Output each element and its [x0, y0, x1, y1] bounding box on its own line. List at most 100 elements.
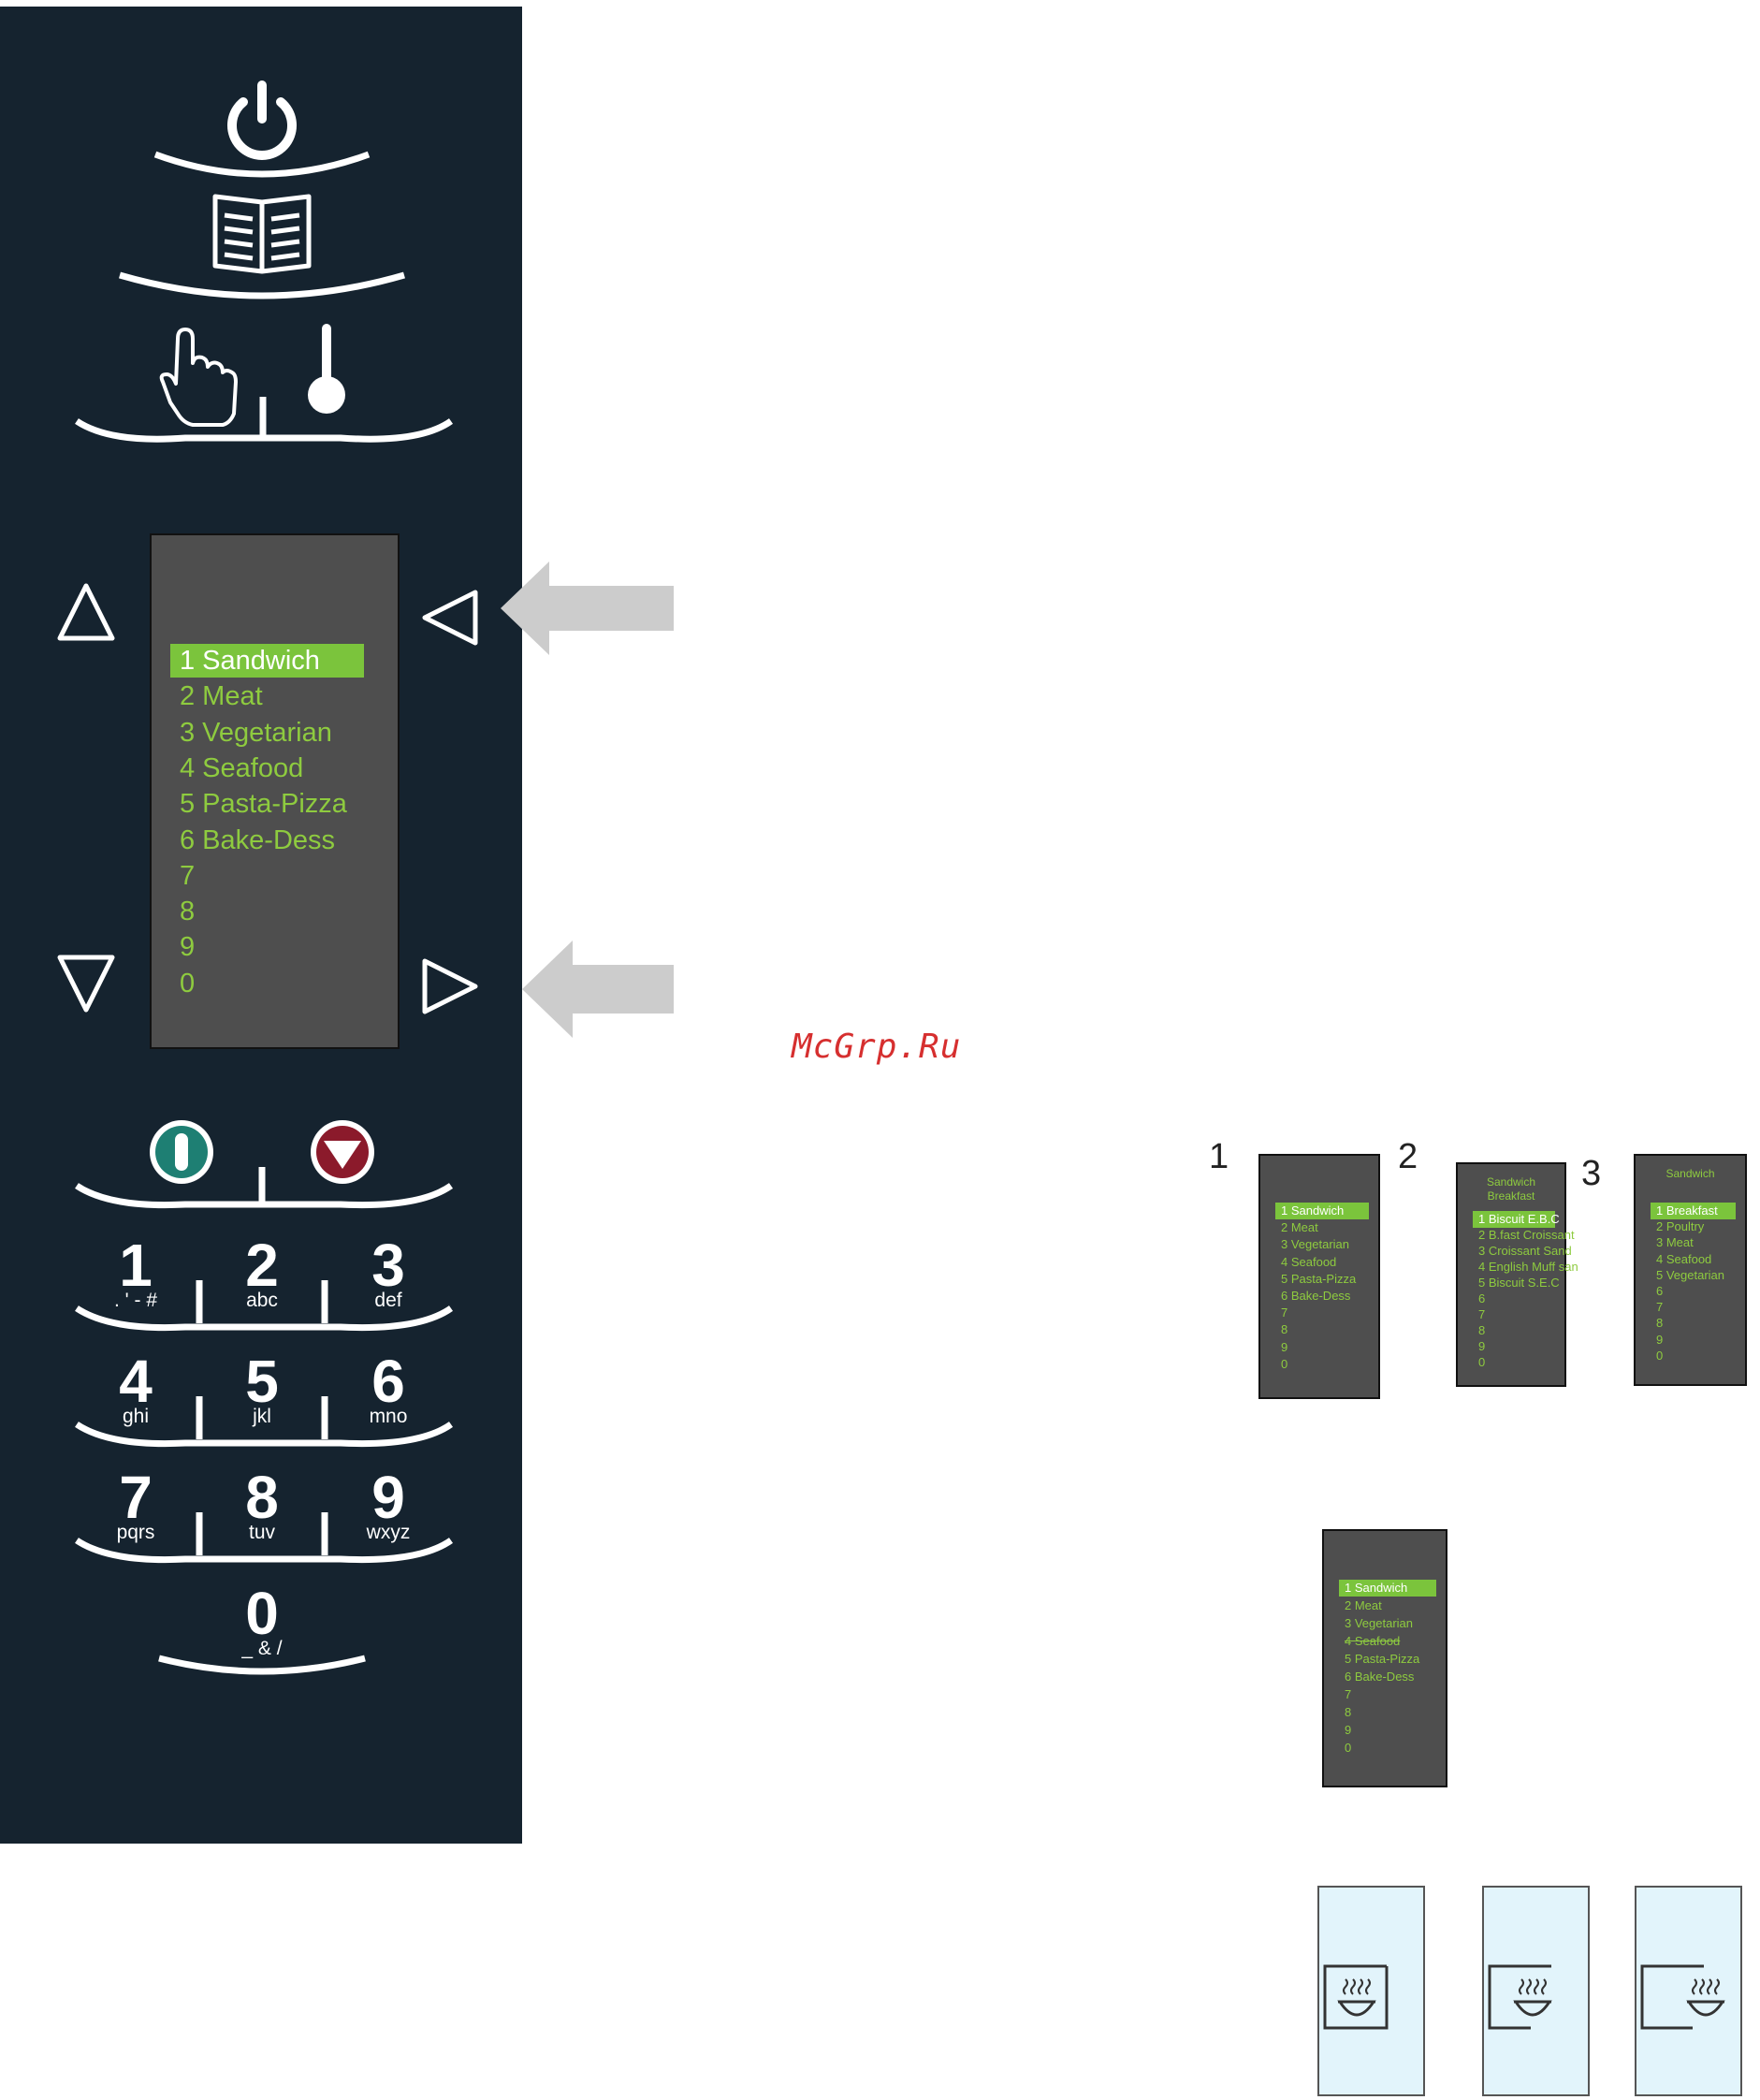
up-arrow-icon	[57, 583, 115, 641]
key-letters: _ & /	[241, 1638, 283, 1659]
cup-steam-icon	[1323, 1964, 1389, 2030]
display-header: Sandwich	[1665, 1167, 1715, 1180]
display-header: Breakfast	[1487, 1189, 1535, 1203]
start-button[interactable]	[150, 1120, 213, 1184]
menu-item: 6 Bake-Dess	[1345, 1670, 1415, 1684]
menu-item: 1 Sandwich	[1275, 1203, 1369, 1219]
menu-item[interactable]: 1 Sandwich	[170, 644, 364, 678]
pointer-arrow-left-key	[501, 561, 674, 655]
up-arrow-button[interactable]	[54, 580, 118, 644]
power-button[interactable]	[150, 72, 374, 180]
menu-item: 8	[1345, 1705, 1352, 1719]
menu-item: 7	[1656, 1300, 1664, 1315]
menu-item[interactable]: 5 Pasta-Pizza	[180, 789, 347, 820]
menu-item[interactable]: 0	[180, 968, 196, 999]
menu-item: 0	[1478, 1355, 1486, 1369]
recipe-book-button[interactable]	[114, 189, 410, 299]
menu-item: 1 Sandwich	[1339, 1580, 1436, 1597]
power-icon	[227, 80, 297, 160]
key-letters: wxyz	[366, 1522, 411, 1543]
stop-button[interactable]	[311, 1120, 374, 1184]
menu-item: 6 Bake-Dess	[1281, 1289, 1351, 1303]
menu-item: 4 Seafood	[1345, 1634, 1401, 1648]
key-digit: 7	[119, 1464, 153, 1531]
menu-item[interactable]: 8	[180, 897, 196, 927]
menu-item: 5 Biscuit S.E.C	[1478, 1276, 1560, 1290]
menu-item: 8	[1656, 1316, 1664, 1331]
menu-item[interactable]: 7	[180, 860, 196, 891]
menu-item[interactable]: 2 Meat	[180, 681, 263, 712]
step-number-1: 1	[1209, 1137, 1229, 1176]
menu-item: 8	[1281, 1322, 1288, 1337]
menu-item[interactable]: 6 Bake-Dess	[180, 824, 336, 855]
key-digit: 9	[371, 1464, 405, 1531]
start-stop-buttons	[75, 1120, 454, 1209]
book-icon	[212, 194, 312, 274]
key-1[interactable]: 1. ' - #	[89, 1232, 182, 1311]
key-letters: ghi	[122, 1406, 150, 1427]
step-number-3: 3	[1581, 1154, 1602, 1193]
menu-item: 7	[1281, 1305, 1288, 1320]
manual-temperature-buttons[interactable]	[73, 320, 455, 449]
right-arrow-button[interactable]	[419, 955, 481, 1017]
key-digit: 3	[371, 1232, 405, 1299]
menu-item: 6	[1478, 1291, 1486, 1305]
cooking-frame-3	[1635, 1886, 1742, 2096]
cup-steam-icon	[1488, 1964, 1552, 2030]
menu-item: 4 English Muff san	[1478, 1260, 1578, 1274]
menu-item: 2 Meat	[1281, 1220, 1318, 1235]
key-digit: 6	[371, 1348, 405, 1415]
key-letters: abc	[246, 1290, 278, 1311]
key-letters: tuv	[248, 1522, 275, 1543]
step-number-2: 2	[1398, 1137, 1418, 1176]
key-digit: 8	[245, 1464, 279, 1531]
thermometer-icon	[308, 324, 345, 414]
key-letters: mno	[369, 1406, 408, 1427]
pointer-arrow-right-key	[522, 941, 674, 1038]
key-letters: . ' - #	[113, 1290, 158, 1311]
menu-item[interactable]: 4 Seafood	[180, 752, 304, 783]
menu-item: 3 Vegetarian	[1281, 1237, 1350, 1252]
menu-item: 7	[1345, 1687, 1352, 1701]
keypad-lines	[75, 1280, 454, 1675]
menu-item: 1 Breakfast	[1651, 1203, 1736, 1219]
right-arrow-icon	[422, 958, 478, 1014]
left-arrow-icon	[422, 590, 478, 646]
key-digit: 2	[245, 1232, 279, 1299]
menu-item[interactable]: 9	[180, 932, 196, 963]
key-digit: 1	[119, 1232, 153, 1299]
menu-item[interactable]: 3 Vegetarian	[180, 717, 332, 748]
key-letters: pqrs	[116, 1522, 155, 1543]
key-letters: jkl	[253, 1406, 271, 1427]
key-0[interactable]: 0_ & /	[215, 1583, 309, 1659]
down-arrow-button[interactable]	[54, 952, 118, 1015]
menu-item: 2 B.fast Croissant	[1478, 1228, 1575, 1242]
menu-item: 0	[1281, 1356, 1288, 1371]
down-arrow-icon	[57, 955, 115, 1013]
menu-item: 4 Seafood	[1656, 1251, 1712, 1266]
menu-item: 0	[1345, 1741, 1352, 1755]
menu-item: 3 Croissant Sand	[1478, 1244, 1572, 1258]
left-arrow-button[interactable]	[419, 587, 481, 649]
cooking-frame-1	[1317, 1886, 1425, 2096]
hand-icon	[159, 328, 238, 427]
menu-item: 9	[1281, 1339, 1288, 1354]
menu-item: 9	[1478, 1339, 1486, 1353]
menu-item: 0	[1656, 1348, 1664, 1363]
menu-item: 9	[1345, 1723, 1352, 1737]
menu-item: 3 Vegetarian	[1345, 1616, 1414, 1630]
